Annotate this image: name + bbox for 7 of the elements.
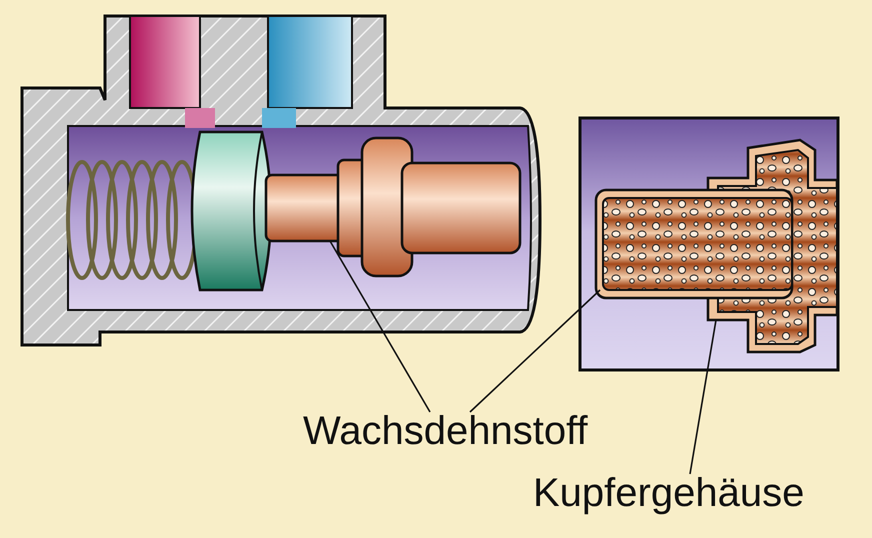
piston-drawing	[264, 136, 522, 278]
leader-line	[329, 240, 431, 412]
leader-line	[689, 320, 717, 474]
part-label: Wachsdehnstoff	[303, 408, 588, 454]
leader-line	[469, 289, 601, 413]
part-label: Kupfergehäuse	[533, 470, 804, 516]
wax-filling-drawing	[594, 188, 794, 300]
